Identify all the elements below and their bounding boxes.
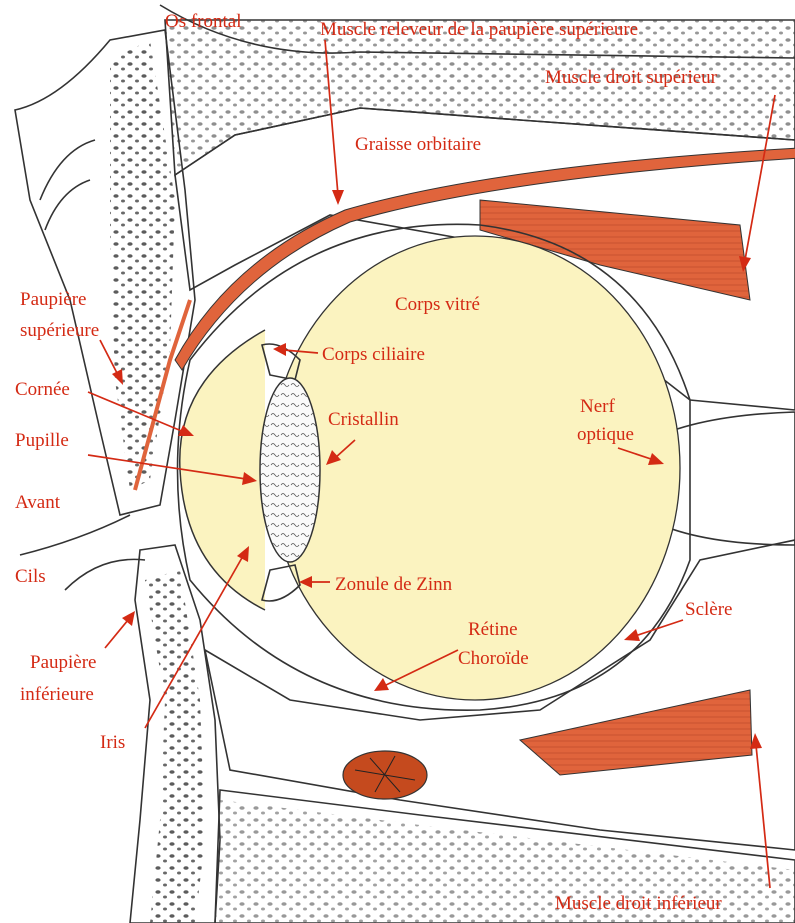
label-cornee: Cornée [15, 379, 70, 400]
inferior-rectus-muscle [520, 690, 752, 775]
label-muscle-droit-inferieur: Muscle droit inférieur [555, 893, 722, 914]
label-choroide: Choroïde [458, 648, 529, 669]
label-graisse-orbitaire: Graisse orbitaire [355, 134, 481, 155]
label-muscle-releveur: Muscle releveur de la paupière supérieur… [320, 19, 638, 40]
label-zonule-de-zinn: Zonule de Zinn [335, 574, 453, 595]
label-nerf-optique-line1: Nerf [580, 396, 615, 417]
label-cristallin: Cristallin [328, 409, 399, 430]
arrow-paupiere-inferieure [105, 611, 135, 648]
label-nerf-optique-line2: optique [577, 424, 634, 445]
label-muscle-droit-superieur: Muscle droit supérieur [545, 67, 718, 88]
label-paupiere-inferieure-line1: Paupière [30, 652, 96, 673]
lower-eyelid [130, 545, 220, 923]
label-iris: Iris [100, 732, 125, 753]
label-corps-vitre: Corps vitré [395, 294, 480, 315]
label-paupiere-inferieure-line2: inférieure [20, 684, 94, 705]
label-sclere: Sclère [685, 599, 732, 620]
label-avant: Avant [15, 492, 61, 513]
arrow-sclere [624, 620, 683, 641]
label-retine: Rétine [468, 619, 518, 640]
label-paupiere-superieure-line2: supérieure [20, 320, 99, 341]
label-os-frontal: Os frontal [165, 11, 242, 32]
arrow-muscle-droit-inferieur [750, 733, 770, 888]
label-cils: Cils [15, 566, 46, 587]
lens [260, 378, 320, 562]
label-paupiere-superieure-line1: Paupière [20, 289, 86, 310]
inferior-oblique-muscle [343, 751, 427, 799]
label-corps-ciliaire: Corps ciliaire [322, 344, 425, 365]
label-pupille: Pupille [15, 430, 69, 451]
